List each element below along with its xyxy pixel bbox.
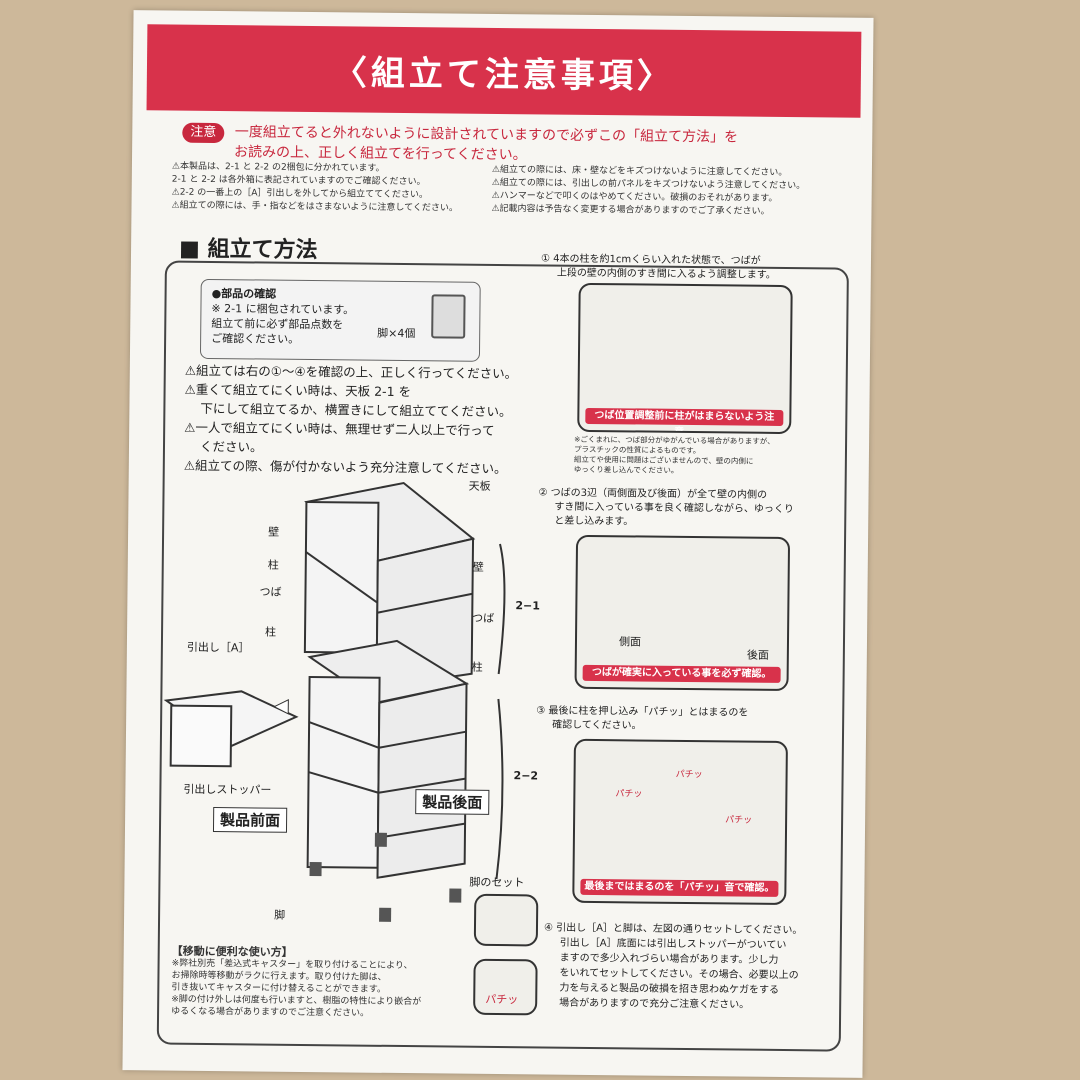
label-stopper: 引出しストッパー <box>183 782 272 797</box>
label-front: 製品前面 <box>212 807 288 833</box>
step-1-text: ① 4本の柱を約1cmくらい入れた状態で、つばが 上段の壁の内側のすき間に入るよ… <box>541 252 776 282</box>
label-hashira: 柱 <box>471 660 483 674</box>
label-pachi: パチッ <box>725 815 753 826</box>
label-tsuba: つば <box>472 611 495 625</box>
label-pachi: パチッ <box>615 789 643 800</box>
step-1-note: ※ごくまれに、つば部分がゆがんでいる場合がありますが、 プラスチックの性質による… <box>574 435 775 477</box>
tag-2-1: 2−1 <box>515 599 540 613</box>
label-pachi: パチッ <box>485 992 519 1007</box>
step-3-text: ③ 最後に柱を押し込み「パチッ」とはまるのを 確認してください。 <box>536 704 748 734</box>
label-kabe: 壁 <box>268 525 280 539</box>
label-back: 製品後面 <box>415 789 490 815</box>
step-4-text: ④ 引出し［A］と脚は、左図の通りセットしてください。 引出し［A］底面には引出… <box>543 921 802 1014</box>
tag-2-2: 2−2 <box>513 769 539 783</box>
step-line: 確認してください。 <box>552 719 642 732</box>
legset-panel-bottom: パチッ <box>473 958 538 1016</box>
step-3-warning: 最後まではまるのを「パチッ」音で確認。 <box>580 878 779 897</box>
label-pachi: パチッ <box>675 769 703 781</box>
step-line: 場合がありますので充分ご注意ください。 <box>559 997 750 1011</box>
step-2-panel: 側面 後面 つばが確実に入っている事を必ず確認。 <box>574 534 791 692</box>
label-hikidashi: 引出し［A］ <box>186 640 250 655</box>
label-legset: 脚のセット <box>469 875 525 890</box>
label-hashira: 柱 <box>264 625 277 639</box>
step-line: と差し込みます。 <box>554 515 634 528</box>
label-tsuba: つば <box>259 585 282 599</box>
instruction-sheet: 〈組立て注意事項〉 注意 一度組立てると外れないように設計されていますので必ずこ… <box>122 10 874 1078</box>
label-kabe: 壁 <box>472 560 484 574</box>
step-line: 上段の壁の内側のすき間に入るよう調整します。 <box>556 267 776 281</box>
legset-panel-top <box>473 893 539 947</box>
label-hashira: 柱 <box>267 558 279 572</box>
step-1-panel: つば位置調整前に柱がはまらないよう注意。 <box>577 282 793 435</box>
note-line: ゆっくり差し込んでください。 <box>573 464 679 475</box>
step-1-warning: つば位置調整前に柱がはまらないよう注意。 <box>585 407 784 434</box>
label-koumen: 後面 <box>746 648 769 662</box>
step-3-panel: パチッ パチッ パチッ 最後まではまるのを「パチッ」音で確認。 <box>572 738 788 906</box>
label-sokumen: 側面 <box>618 635 642 649</box>
move-tips: 【移動に便利な使い方】 ※弊社別売「差込式キャスター」を取り付けることにより、 … <box>171 945 422 1021</box>
label-ashi: 脚 <box>274 908 286 922</box>
label-tenban: 天板 <box>468 479 491 493</box>
step-2-warning: つばが確実に入っている事を必ず確認。 <box>582 664 781 683</box>
assembly-diagram <box>163 481 506 922</box>
step-2-text: ② つばの3辺（両側面及び後面）が全て壁の内側の すき間に入っている事を良く確認… <box>538 486 794 531</box>
